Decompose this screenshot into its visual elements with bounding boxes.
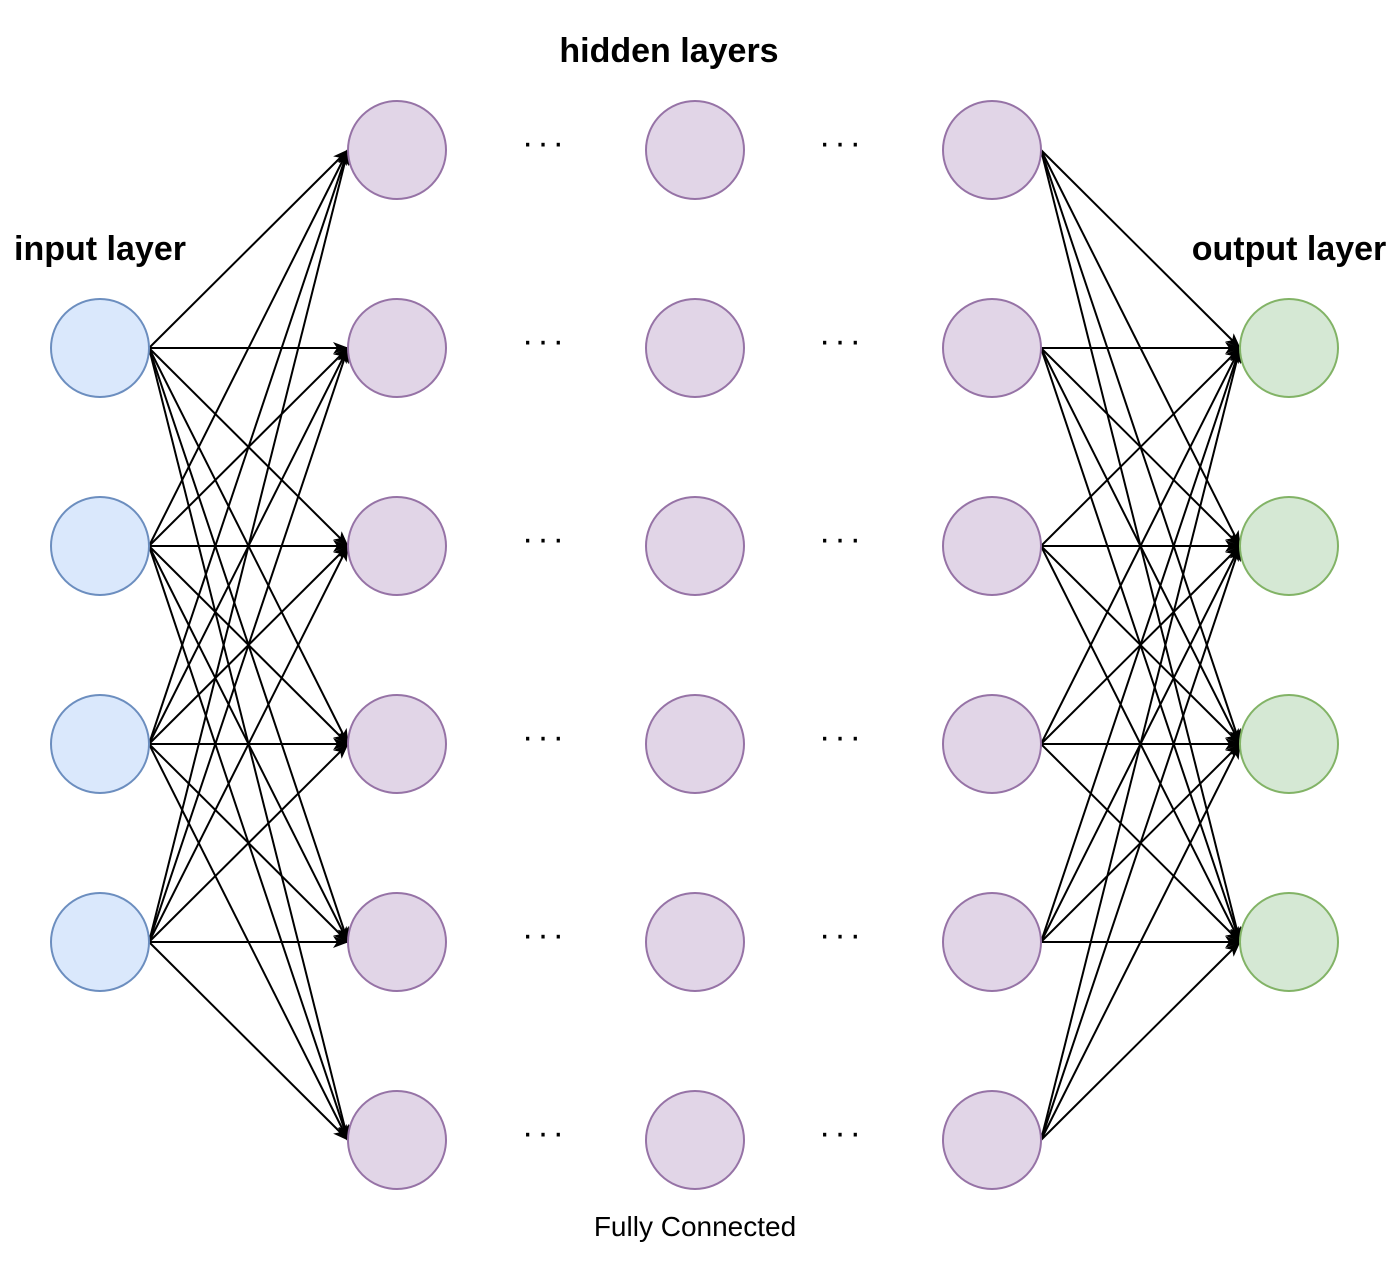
- hidden-node-c3-r6: [942, 1090, 1042, 1190]
- ellipsis-c1-r2: ···: [522, 322, 568, 360]
- hidden-layers-label: hidden layers: [559, 32, 778, 70]
- ellipsis-c2-r5: ···: [819, 916, 865, 954]
- edge-input-3-to-hidden-1: [148, 149, 349, 745]
- output-node-4: [1239, 892, 1339, 992]
- ellipsis-c1-r1: ···: [522, 124, 568, 162]
- input-node-4: [50, 892, 150, 992]
- hidden-node-c1-r5: [347, 892, 447, 992]
- input-layer-label: input layer: [14, 230, 186, 268]
- edge-input-4-to-hidden-1: [148, 149, 351, 943]
- hidden-node-c1-r4: [347, 694, 447, 794]
- ellipsis-markers: ··· ··· ··· ··· ··· ··· ··· ··· ··· ··· ··· ···: [522, 124, 865, 1152]
- hidden-node-c2-r4: [645, 694, 745, 794]
- ellipsis-c2-r2: ···: [819, 322, 865, 360]
- input-node-2: [50, 496, 150, 596]
- hidden-node-c2-r6: [645, 1090, 745, 1190]
- edge-hidden-3-to-output-1: [1040, 347, 1241, 547]
- hidden-node-c3-r3: [942, 496, 1042, 596]
- edge-hidden-6-to-output-1: [1040, 347, 1243, 1141]
- edge-input-1-to-hidden-1: [148, 149, 349, 349]
- ellipsis-c1-r4: ···: [522, 718, 568, 756]
- hidden-node-c3-r1: [942, 100, 1042, 200]
- edge-hidden-5-to-output-1: [1040, 347, 1241, 943]
- hidden-node-c2-r1: [645, 100, 745, 200]
- output-node-2: [1239, 496, 1339, 596]
- hidden-node-c2-r5: [645, 892, 745, 992]
- output-node-3: [1239, 694, 1339, 794]
- hidden-node-c1-r6: [347, 1090, 447, 1190]
- ellipsis-c2-r3: ···: [819, 520, 865, 558]
- output-node-1: [1239, 298, 1339, 398]
- input-node-1: [50, 298, 150, 398]
- edge-hidden-4-to-output-1: [1040, 347, 1241, 745]
- hidden-node-c2-r2: [645, 298, 745, 398]
- ellipsis-c1-r3: ···: [522, 520, 568, 558]
- ellipsis-c1-r6: ···: [522, 1114, 568, 1152]
- ellipsis-c2-r1: ···: [819, 124, 865, 162]
- network-nodes: [50, 100, 1339, 1190]
- ellipsis-c2-r6: ···: [819, 1114, 865, 1152]
- edge-input-4-to-hidden-2: [148, 347, 349, 943]
- edge-hidden-1-to-output-1: [1040, 149, 1241, 349]
- edge-input-4-to-hidden-4: [148, 743, 349, 943]
- edge-input-4-to-hidden-3: [148, 545, 349, 943]
- edge-input-4-to-hidden-6: [148, 941, 349, 1141]
- caption-label: Fully Connected: [594, 1211, 796, 1242]
- edge-input-2-to-hidden-1: [148, 149, 349, 547]
- hidden-node-c3-r4: [942, 694, 1042, 794]
- input-node-3: [50, 694, 150, 794]
- hidden-node-c1-r3: [347, 496, 447, 596]
- edge-hidden-6-to-output-3: [1040, 743, 1241, 1141]
- hidden-node-c2-r3: [645, 496, 745, 596]
- hidden-node-c1-r2: [347, 298, 447, 398]
- connection-edges: [148, 149, 1243, 1141]
- ellipsis-c2-r4: ···: [819, 718, 865, 756]
- hidden-node-c1-r1: [347, 100, 447, 200]
- edge-hidden-6-to-output-2: [1040, 545, 1241, 1141]
- edge-hidden-6-to-output-4: [1040, 941, 1241, 1141]
- ellipsis-c1-r5: ···: [522, 916, 568, 954]
- hidden-node-c3-r5: [942, 892, 1042, 992]
- output-layer-label: output layer: [1192, 230, 1387, 268]
- hidden-node-c3-r2: [942, 298, 1042, 398]
